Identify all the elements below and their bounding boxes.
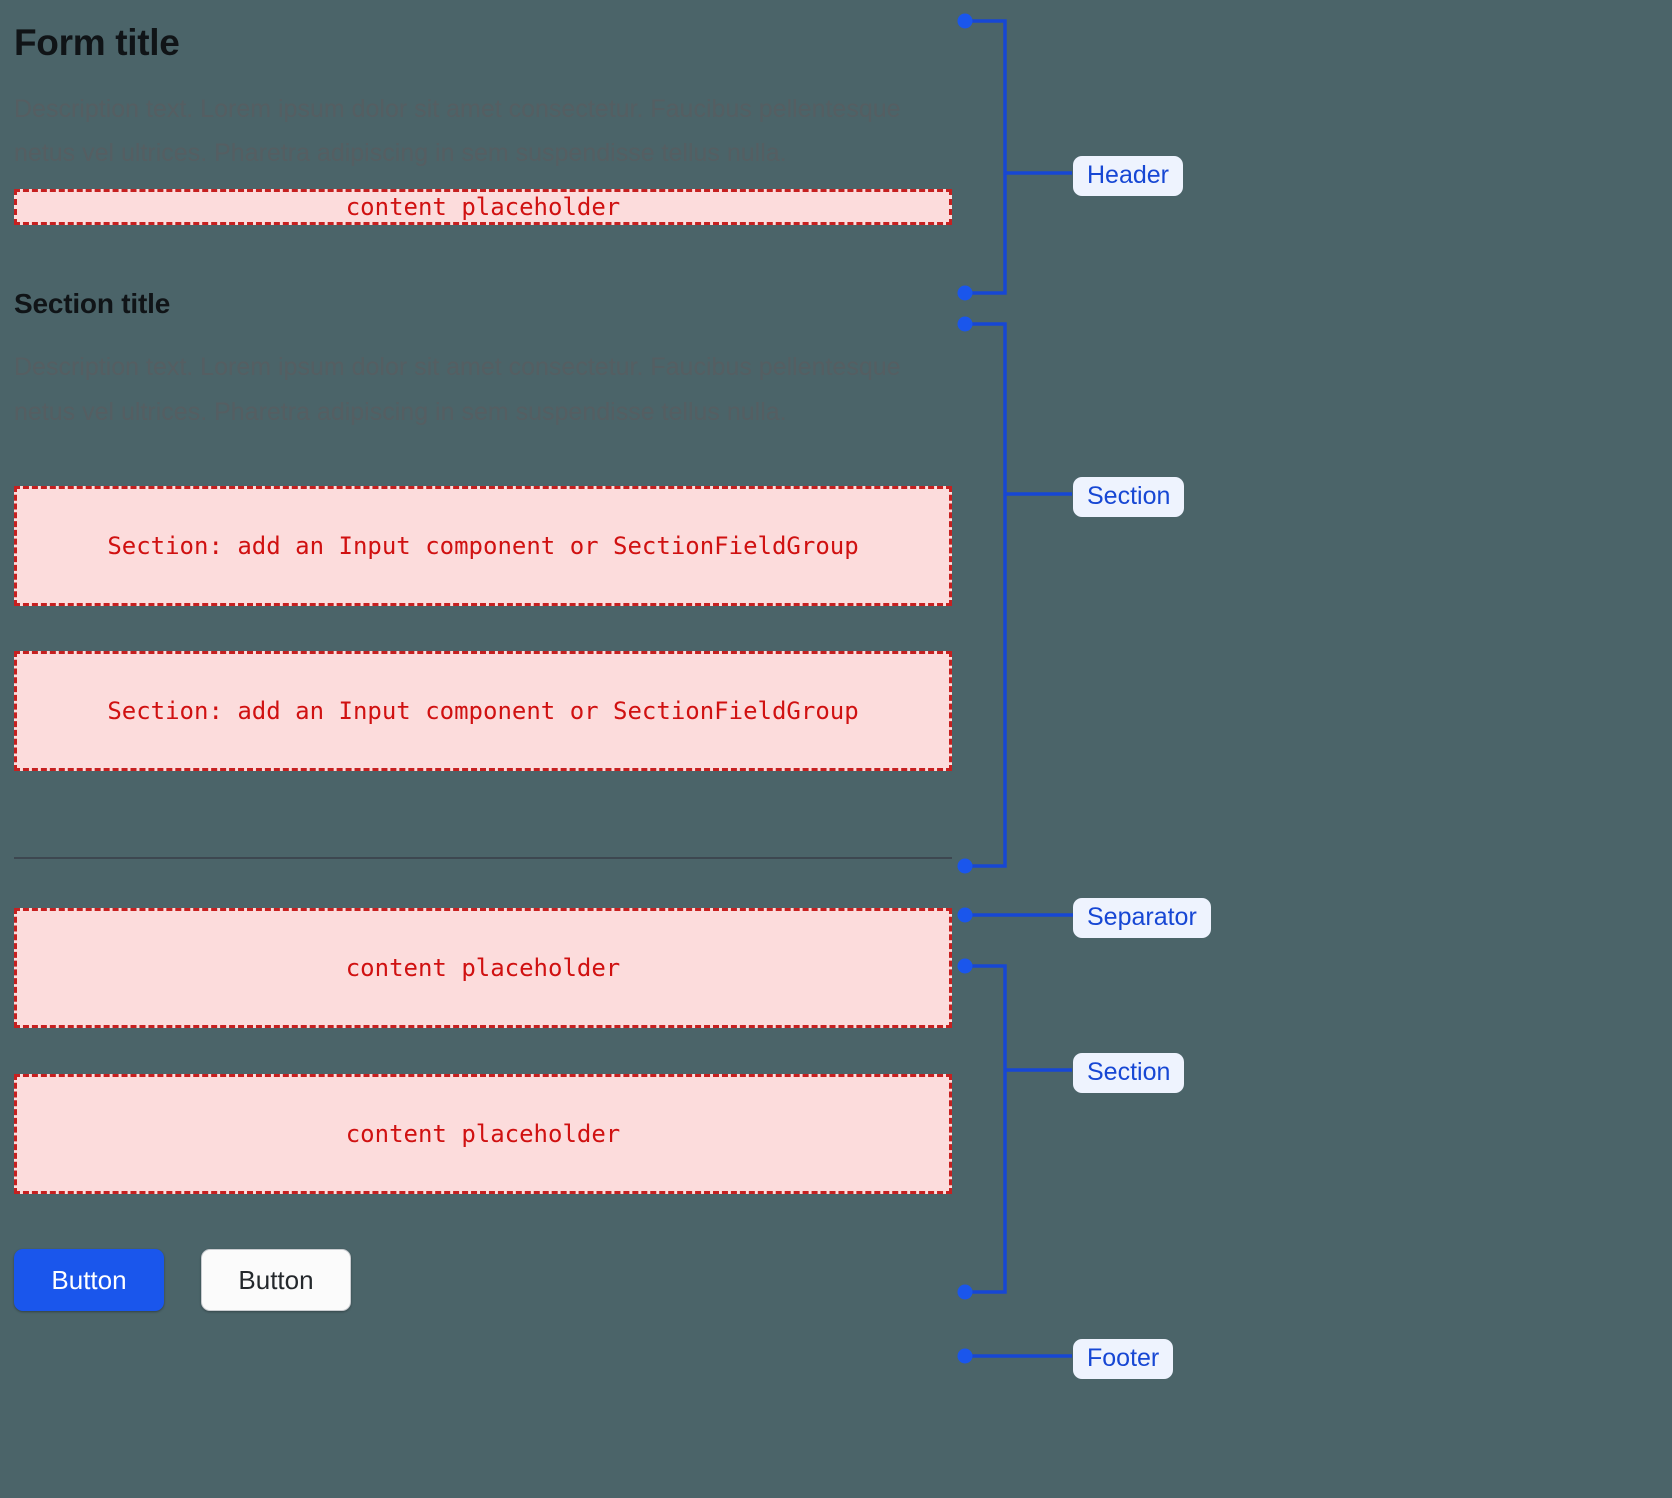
annotation-label-footer: Footer bbox=[1073, 1339, 1174, 1379]
annotation-label-section-two: Section bbox=[1073, 1053, 1185, 1093]
form-separator bbox=[14, 857, 952, 860]
section-two-placeholder-1: content placeholder bbox=[14, 908, 952, 1029]
form-section-one: Section title Description text. Lorem ip… bbox=[14, 287, 952, 772]
annotation-label-header: Header bbox=[1073, 156, 1183, 196]
form-footer: Button Button bbox=[14, 1249, 952, 1312]
section-two-placeholder-2: content placeholder bbox=[14, 1074, 952, 1195]
annotation-label-separator: Separator bbox=[1073, 898, 1211, 938]
annotation-label-section-one: Section bbox=[1073, 477, 1185, 517]
section-one-title: Section title bbox=[14, 287, 171, 319]
primary-button[interactable]: Button bbox=[14, 1249, 164, 1312]
form-preview: Form title Description text. Lorem ipsum… bbox=[14, 0, 952, 1498]
form-title: Form title bbox=[14, 22, 180, 63]
annotation-anchor-dots bbox=[957, 13, 973, 1364]
section-one-placeholder-2: Section: add an Input component or Secti… bbox=[14, 651, 952, 772]
secondary-button[interactable]: Button bbox=[201, 1249, 351, 1312]
header-content-placeholder: content placeholder bbox=[14, 188, 952, 225]
section-one-description: Description text. Lorem ipsum dolor sit … bbox=[14, 353, 901, 426]
form-header: Form title Description text. Lorem ipsum… bbox=[14, 22, 952, 225]
form-section-two: content placeholder content placeholder bbox=[14, 908, 952, 1195]
section-one-placeholder-1: Section: add an Input component or Secti… bbox=[14, 486, 952, 607]
form-header-description: Description text. Lorem ipsum dolor sit … bbox=[14, 94, 901, 168]
